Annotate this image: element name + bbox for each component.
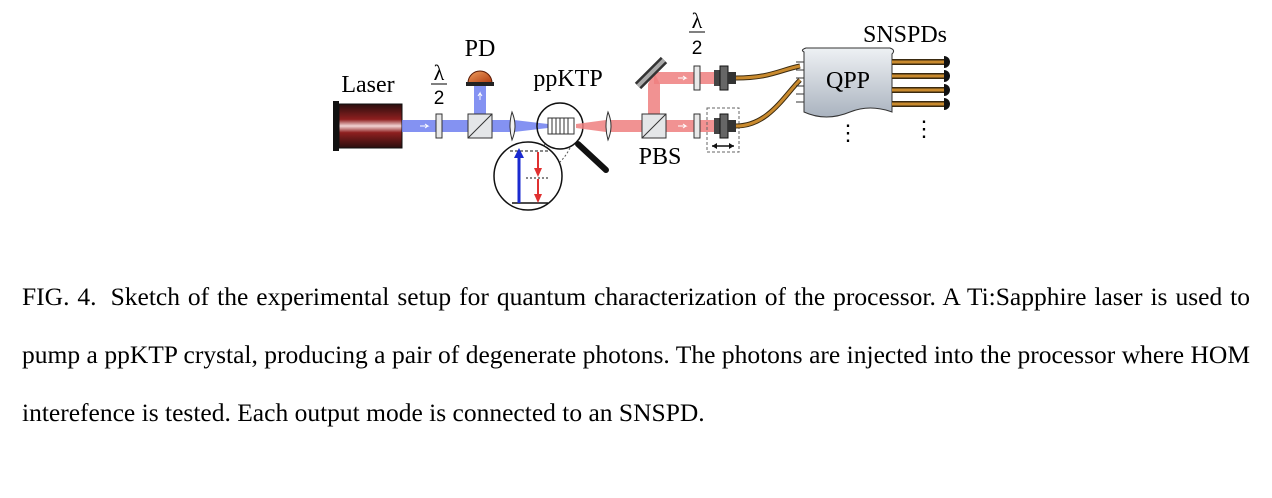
fiber-coupler-bottom: [714, 113, 736, 139]
ppktp-label: ppKTP: [533, 66, 602, 92]
photodiode: [466, 70, 494, 86]
half-wave-plate: [435, 113, 443, 139]
laser-label: Laser: [341, 72, 394, 98]
caption-text: Sketch of the experimental setup for qua…: [22, 282, 1250, 427]
focusing-lens: [509, 110, 516, 142]
delay-stage: [706, 107, 740, 153]
setup-figure: Laser λ 2 PD: [0, 0, 1272, 240]
half-wave-plate-2: [693, 65, 701, 91]
svg-text:2: 2: [692, 38, 703, 59]
qpp-ellipsis: ⋮: [837, 120, 859, 145]
input-fibers: [735, 63, 802, 129]
beam-splitter: [467, 113, 493, 139]
wave-plate-lower: [693, 113, 701, 139]
svg-text:λ: λ: [434, 60, 445, 85]
svg-text:2: 2: [434, 88, 445, 109]
pd-label: PD: [465, 36, 496, 62]
laser: [333, 101, 403, 151]
collimating-lens: [605, 110, 612, 142]
energy-level-inset: [493, 141, 563, 211]
figure-label: FIG. 4.: [22, 282, 97, 311]
snspd-ellipsis: ⋮: [913, 116, 935, 141]
half-wave-label-2: λ 2: [689, 8, 705, 59]
snspd-detectors: [944, 56, 950, 110]
qpp-chip: [796, 47, 895, 118]
mirror: [634, 56, 668, 90]
polarizing-beam-splitter: [641, 113, 667, 139]
pbs-label: PBS: [639, 144, 682, 170]
svg-text:λ: λ: [692, 8, 703, 33]
snspds-label: SNSPDs: [863, 22, 947, 48]
half-wave-label: λ 2: [431, 60, 447, 109]
fiber-coupler-top: [714, 65, 736, 91]
output-fibers: [892, 59, 944, 107]
qpp-label: QPP: [826, 68, 870, 94]
figure-caption: FIG. 4.Sketch of the experimental setup …: [22, 268, 1250, 442]
ppktp-crystal: [547, 117, 575, 135]
